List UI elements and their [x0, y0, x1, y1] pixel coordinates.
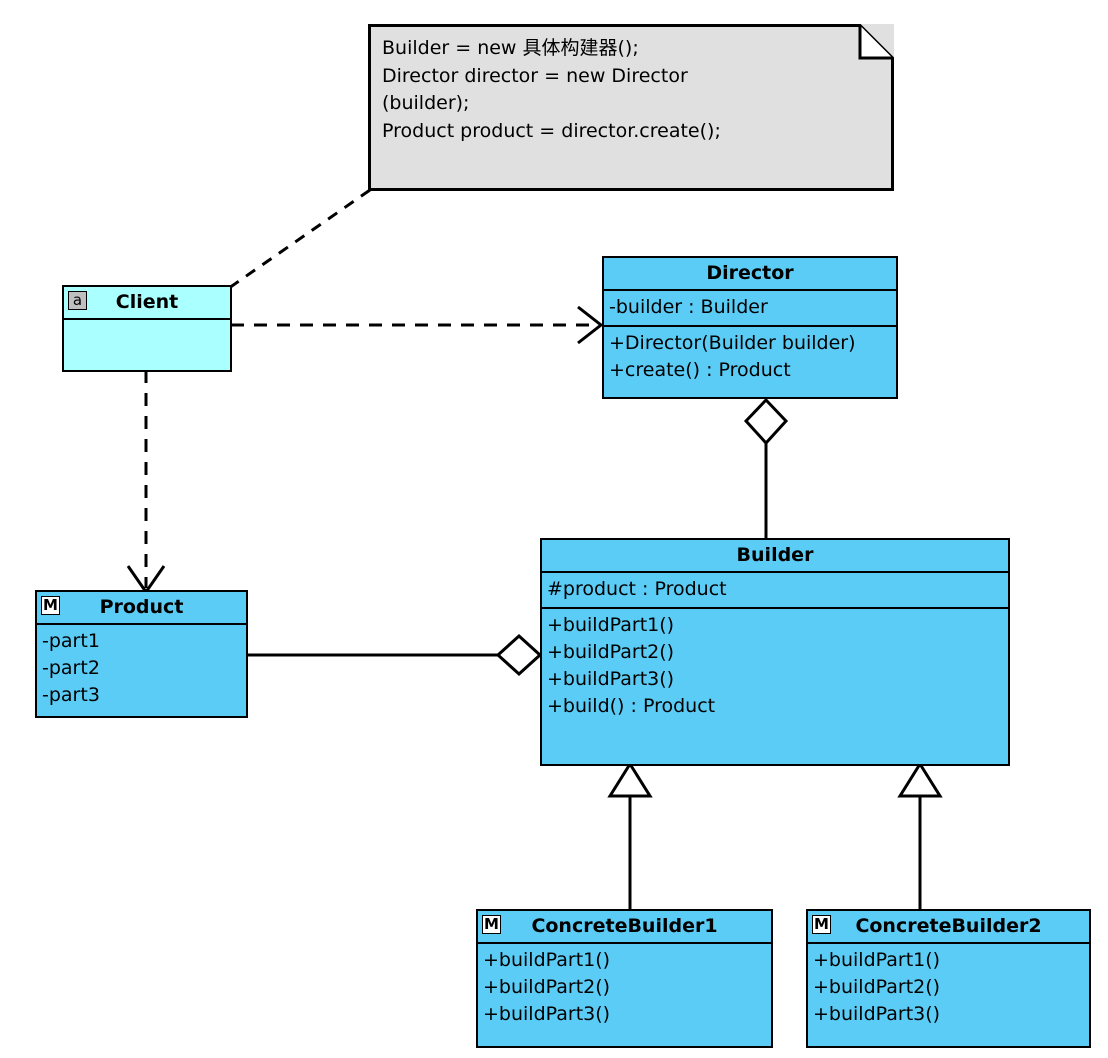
attribute-row: -builder : Builder [609, 296, 768, 318]
class-name-concretebuilder2: ConcreteBuilder2 [855, 915, 1042, 937]
class-box-client[interactable]: a Client [62, 285, 232, 372]
operation-row: +build() : Product [547, 694, 716, 717]
class-box-concretebuilder2[interactable]: M ConcreteBuilder2 +buildPart1() +buildP… [806, 909, 1091, 1048]
abstract-class-icon: a [68, 291, 87, 310]
class-title-client: a Client [64, 287, 230, 320]
class-attributes-builder: #product : Product [542, 573, 1008, 607]
connector-note-to-client [228, 188, 371, 290]
class-title-concretebuilder1: M ConcreteBuilder1 [478, 911, 771, 944]
operation-row: +buildPart3() [547, 667, 675, 690]
class-title-builder: Builder [542, 540, 1008, 573]
class-box-builder[interactable]: Builder #product : Product +buildPart1()… [540, 538, 1010, 766]
operation-row: +buildPart2() [813, 975, 941, 998]
class-name-director: Director [706, 262, 794, 284]
model-class-icon: M [41, 596, 60, 615]
attribute-row: -part2 [42, 656, 100, 679]
class-attributes-director: -builder : Builder [604, 291, 896, 325]
class-name-product: Product [99, 596, 184, 618]
operation-row: +buildPart1() [813, 949, 941, 971]
operation-row: +buildPart3() [483, 1002, 611, 1025]
class-attributes-product: -part1 -part2 -part3 [37, 625, 246, 713]
operation-row: +buildPart2() [547, 640, 675, 663]
operation-row: +create() : Product [609, 358, 791, 381]
class-name-client: Client [115, 291, 179, 313]
hollow-diamond-director-end [743, 397, 789, 446]
class-attributes-client [64, 320, 230, 370]
arrowhead-open-client-to-director [577, 305, 604, 345]
note-text: Builder = new 具体构建器(); Director director… [382, 37, 721, 142]
operation-row: +buildPart1() [483, 949, 611, 971]
class-title-director: Director [604, 258, 896, 291]
class-operations-concretebuilder1: +buildPart1() +buildPart2() +buildPart3(… [478, 944, 771, 1032]
class-box-product[interactable]: M Product -part1 -part2 -part3 [35, 590, 248, 718]
class-operations-builder: +buildPart1() +buildPart2() +buildPart3(… [542, 606, 1008, 724]
operation-row: +buildPart3() [813, 1002, 941, 1025]
hollow-triangle-builder-from-cb1 [607, 761, 653, 798]
class-operations-director: +Director(Builder builder) +create() : P… [604, 324, 896, 388]
hollow-triangle-builder-from-cb2 [897, 761, 943, 798]
attribute-row: -part1 [42, 630, 100, 652]
hollow-diamond-builder-end [495, 633, 543, 677]
model-class-icon: M [482, 915, 501, 934]
class-operations-concretebuilder2: +buildPart1() +buildPart2() +buildPart3(… [808, 944, 1089, 1032]
model-class-icon: M [812, 915, 831, 934]
attribute-row: #product : Product [547, 578, 727, 600]
class-box-director[interactable]: Director -builder : Builder +Director(Bu… [602, 256, 898, 399]
operation-row: +buildPart2() [483, 975, 611, 998]
attribute-row: -part3 [42, 683, 100, 706]
class-name-builder: Builder [736, 544, 814, 566]
class-box-concretebuilder1[interactable]: M ConcreteBuilder1 +buildPart1() +buildP… [476, 909, 773, 1048]
operation-row: +buildPart1() [547, 613, 675, 636]
class-title-product: M Product [37, 592, 246, 625]
class-name-concretebuilder1: ConcreteBuilder1 [531, 915, 718, 937]
class-title-concretebuilder2: M ConcreteBuilder2 [808, 911, 1089, 944]
note-box: Builder = new 具体构建器(); Director director… [368, 24, 894, 191]
operation-row: +Director(Builder builder) [609, 331, 856, 354]
note-folded-corner-shape [368, 24, 894, 191]
